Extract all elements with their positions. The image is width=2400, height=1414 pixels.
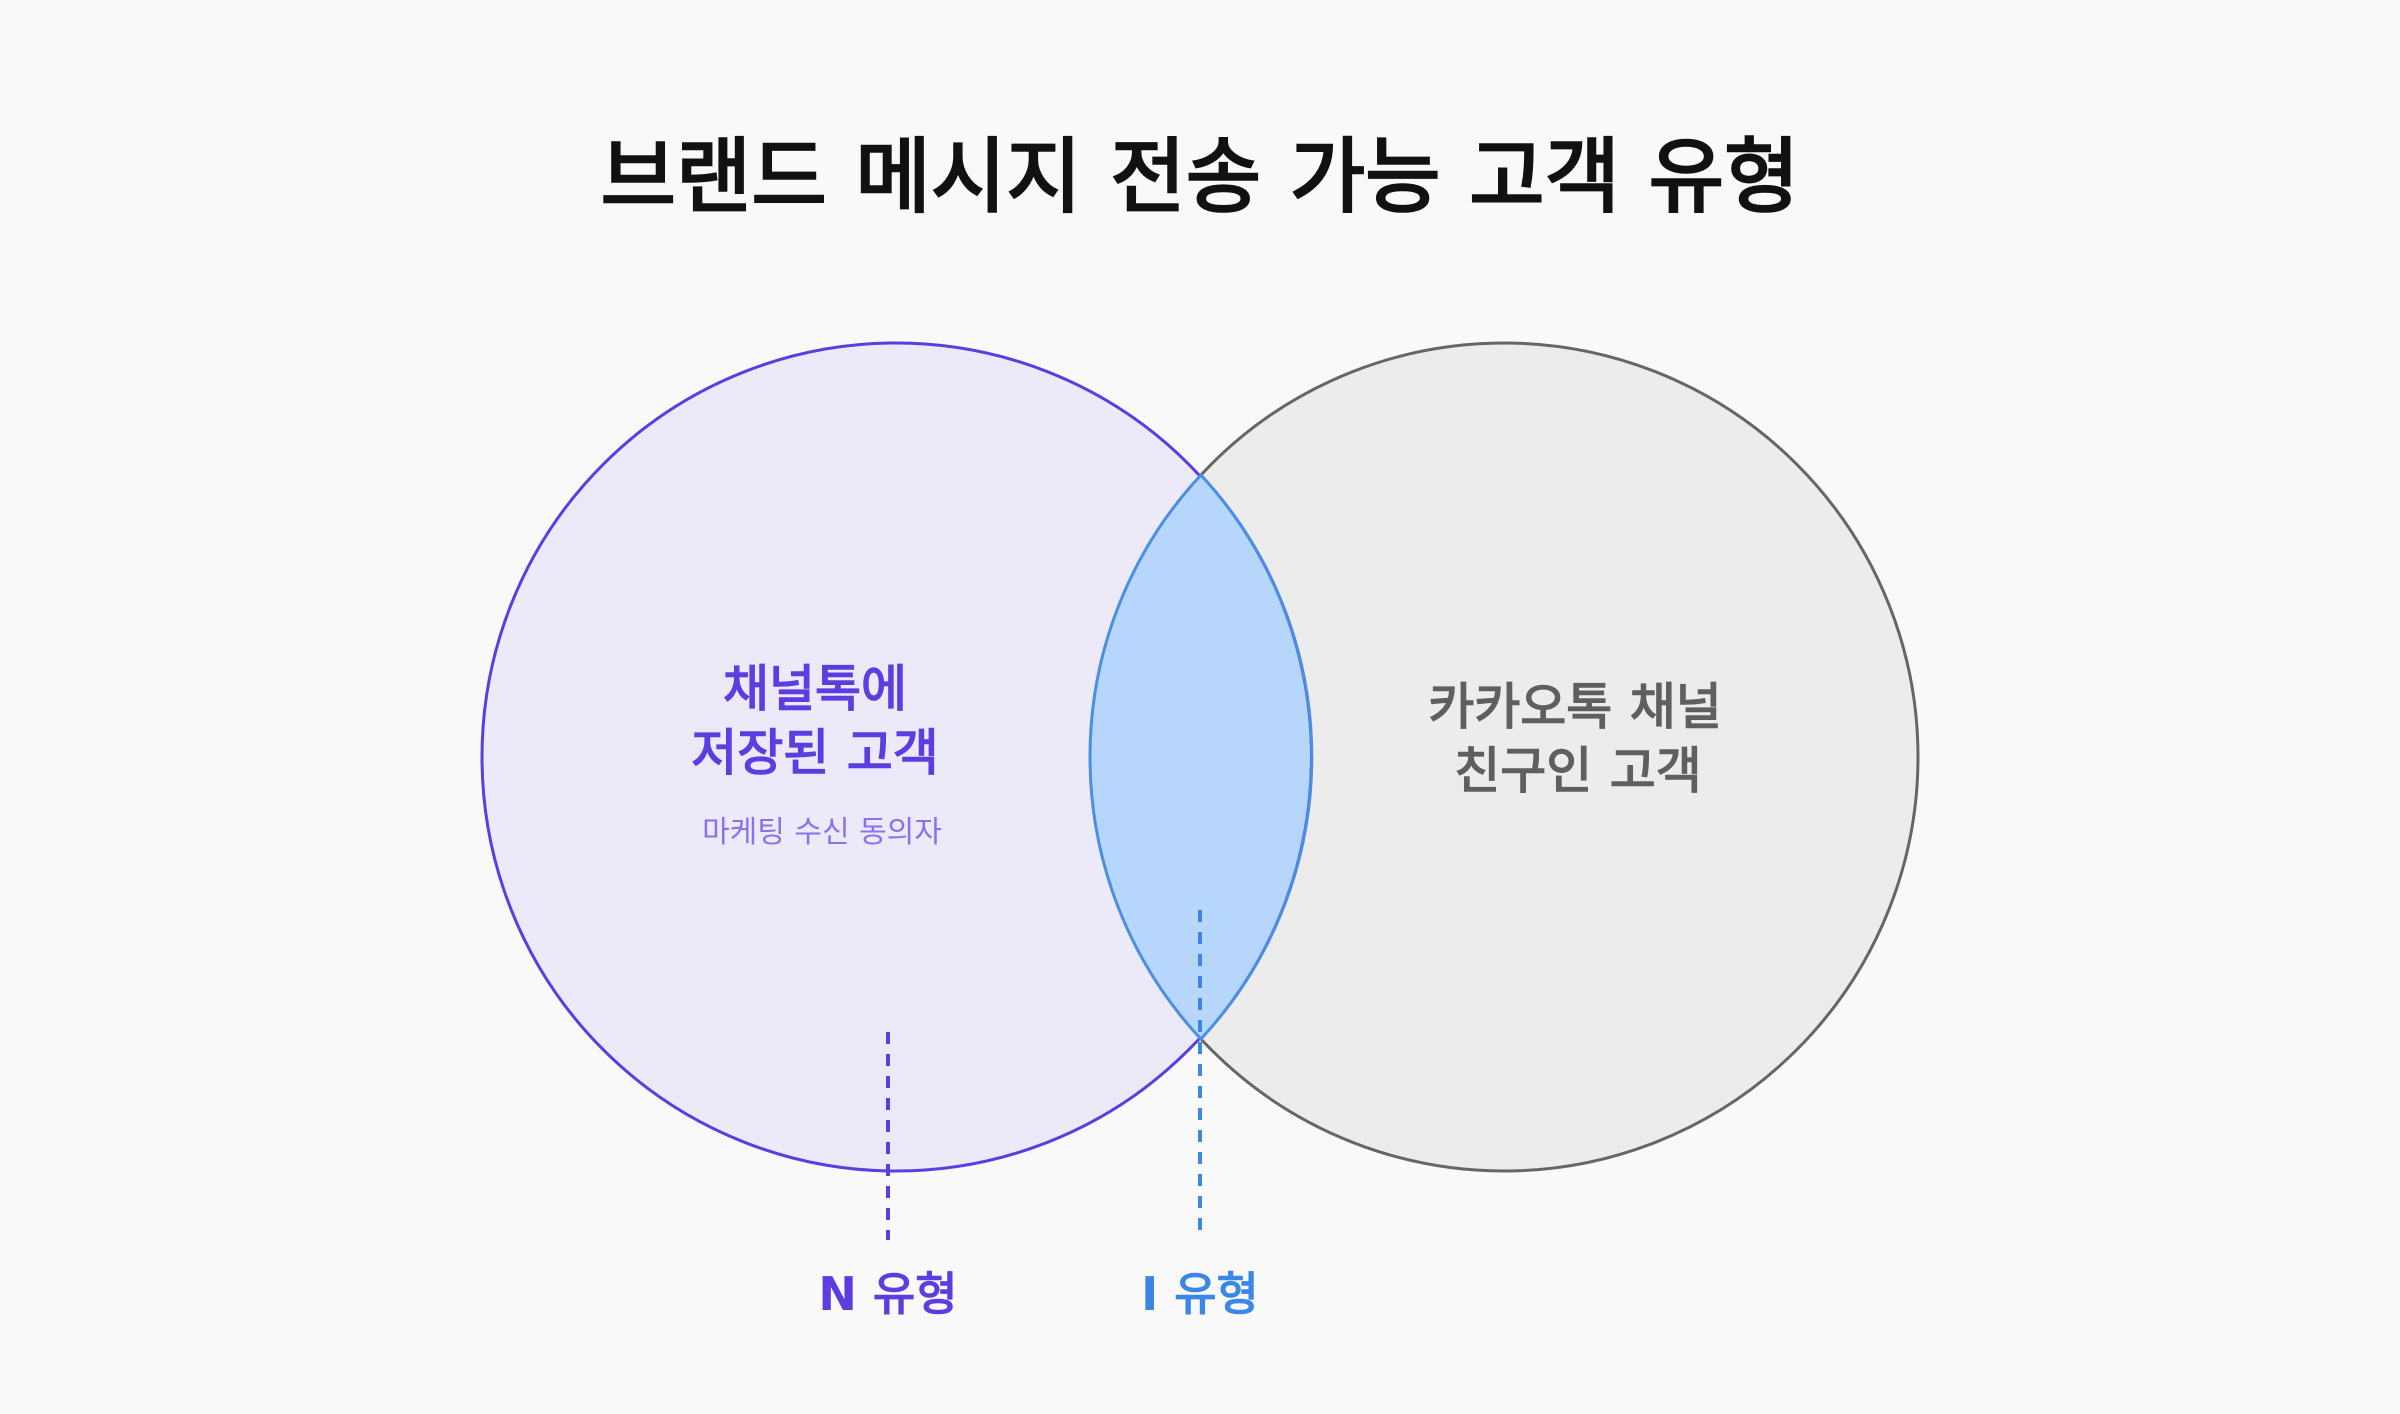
overlap-left-arc	[1198, 472, 1314, 1042]
left-circle-subtitle: 마케팅 수신 동의자	[702, 815, 942, 850]
left-circle-title-line2: 저장된 고객	[691, 724, 938, 782]
left-circle-title-line1: 채널톡에	[723, 660, 907, 718]
n-type-label: N 유형	[818, 1267, 957, 1321]
right-circle-title-line2: 친구인 고객	[1454, 742, 1701, 800]
page-title: 브랜드 메시지 전송 가능 고객 유형	[601, 130, 1800, 225]
right-circle-title-line1: 카카오톡 채널	[1428, 678, 1721, 736]
i-type-label: I 유형	[1141, 1267, 1259, 1321]
